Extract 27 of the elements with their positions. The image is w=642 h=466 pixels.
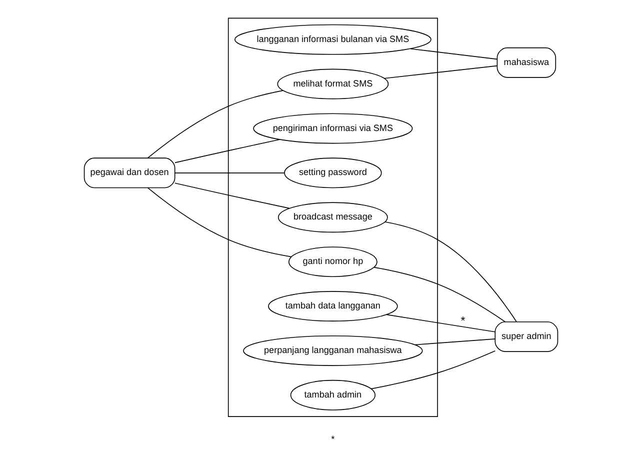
node-box: mahasiswa xyxy=(496,47,556,78)
node-ellipse: broadcast message xyxy=(278,202,388,233)
connector xyxy=(370,350,496,390)
node-ellipse: tambah admin xyxy=(290,380,376,410)
node-ellipse: langganan informasi bulanan via SMS xyxy=(234,24,432,55)
connector xyxy=(148,90,284,158)
label: * xyxy=(331,434,335,444)
node-ellipse: perpanjang langganan mahasiswa xyxy=(243,335,423,366)
node-box: super admin xyxy=(494,321,558,352)
connector xyxy=(174,182,290,209)
connector xyxy=(384,221,517,322)
node-ellipse: melihat format SMS xyxy=(277,68,389,100)
node-ellipse: setting password xyxy=(284,158,382,188)
connector xyxy=(386,314,496,332)
connector xyxy=(414,338,496,346)
node-box: pegawai dan dosen xyxy=(84,158,176,188)
node-ellipse: ganti nomor hp xyxy=(288,246,378,278)
connector xyxy=(410,48,498,60)
node-ellipse: tambah data langganan xyxy=(268,291,398,322)
connector xyxy=(374,266,506,322)
connector xyxy=(174,139,280,164)
cluster xyxy=(228,18,438,417)
connector xyxy=(148,188,292,258)
node-ellipse: pengiriman informasi via SMS xyxy=(253,113,413,144)
connector xyxy=(384,65,498,79)
edge-label: * xyxy=(460,316,466,328)
connector xyxy=(174,172,285,174)
